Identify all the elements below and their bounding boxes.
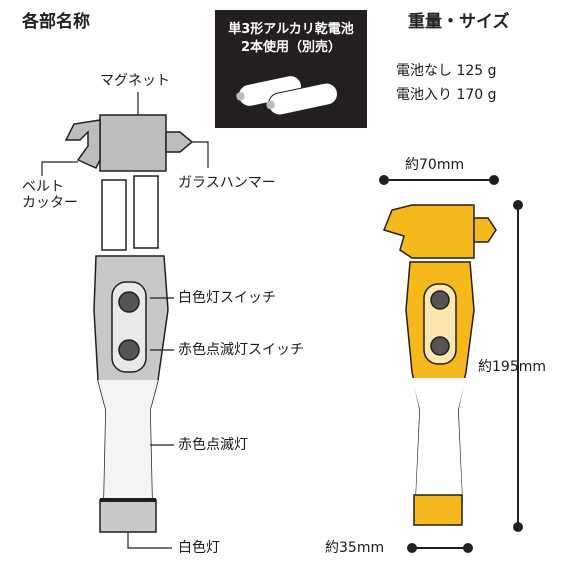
battery-icon xyxy=(236,75,338,116)
glass-hammer-label: ガラスハンマー xyxy=(178,175,276,191)
magnet-label: マグネット xyxy=(100,73,170,89)
belt-cutter-label-2: カッター xyxy=(22,195,78,211)
width-dimension-label: 約70mm xyxy=(405,157,465,173)
white-light-switch-label: 白色灯スイッチ xyxy=(178,290,276,306)
height-dimension-label: 約195mm xyxy=(478,359,546,375)
leader-lines xyxy=(41,92,209,549)
dimension-lines xyxy=(384,179,519,549)
parts-heading: 各部名称 xyxy=(22,12,90,32)
belt-cutter-label-1: ベルト xyxy=(22,179,64,195)
red-blink-light-label: 赤色点滅灯 xyxy=(178,437,248,453)
hammer-yellow-illustration xyxy=(382,204,497,526)
white-light-label: 白色灯 xyxy=(178,540,220,556)
base-dimension-label: 約35mm xyxy=(325,540,385,556)
hammer-gray-illustration xyxy=(64,114,194,533)
spec-heading: 重量・サイズ xyxy=(408,12,510,32)
dimension-dots xyxy=(379,175,523,553)
battery-count-label: 2本使用（別売） xyxy=(240,40,342,55)
weight-without-battery: 電池なし 125 g xyxy=(396,63,497,79)
weight-with-battery: 電池入り 170 g xyxy=(396,87,497,103)
battery-type-label: 単3形アルカリ乾電池 xyxy=(228,22,354,37)
red-blink-switch-label: 赤色点滅灯スイッチ xyxy=(178,342,304,358)
